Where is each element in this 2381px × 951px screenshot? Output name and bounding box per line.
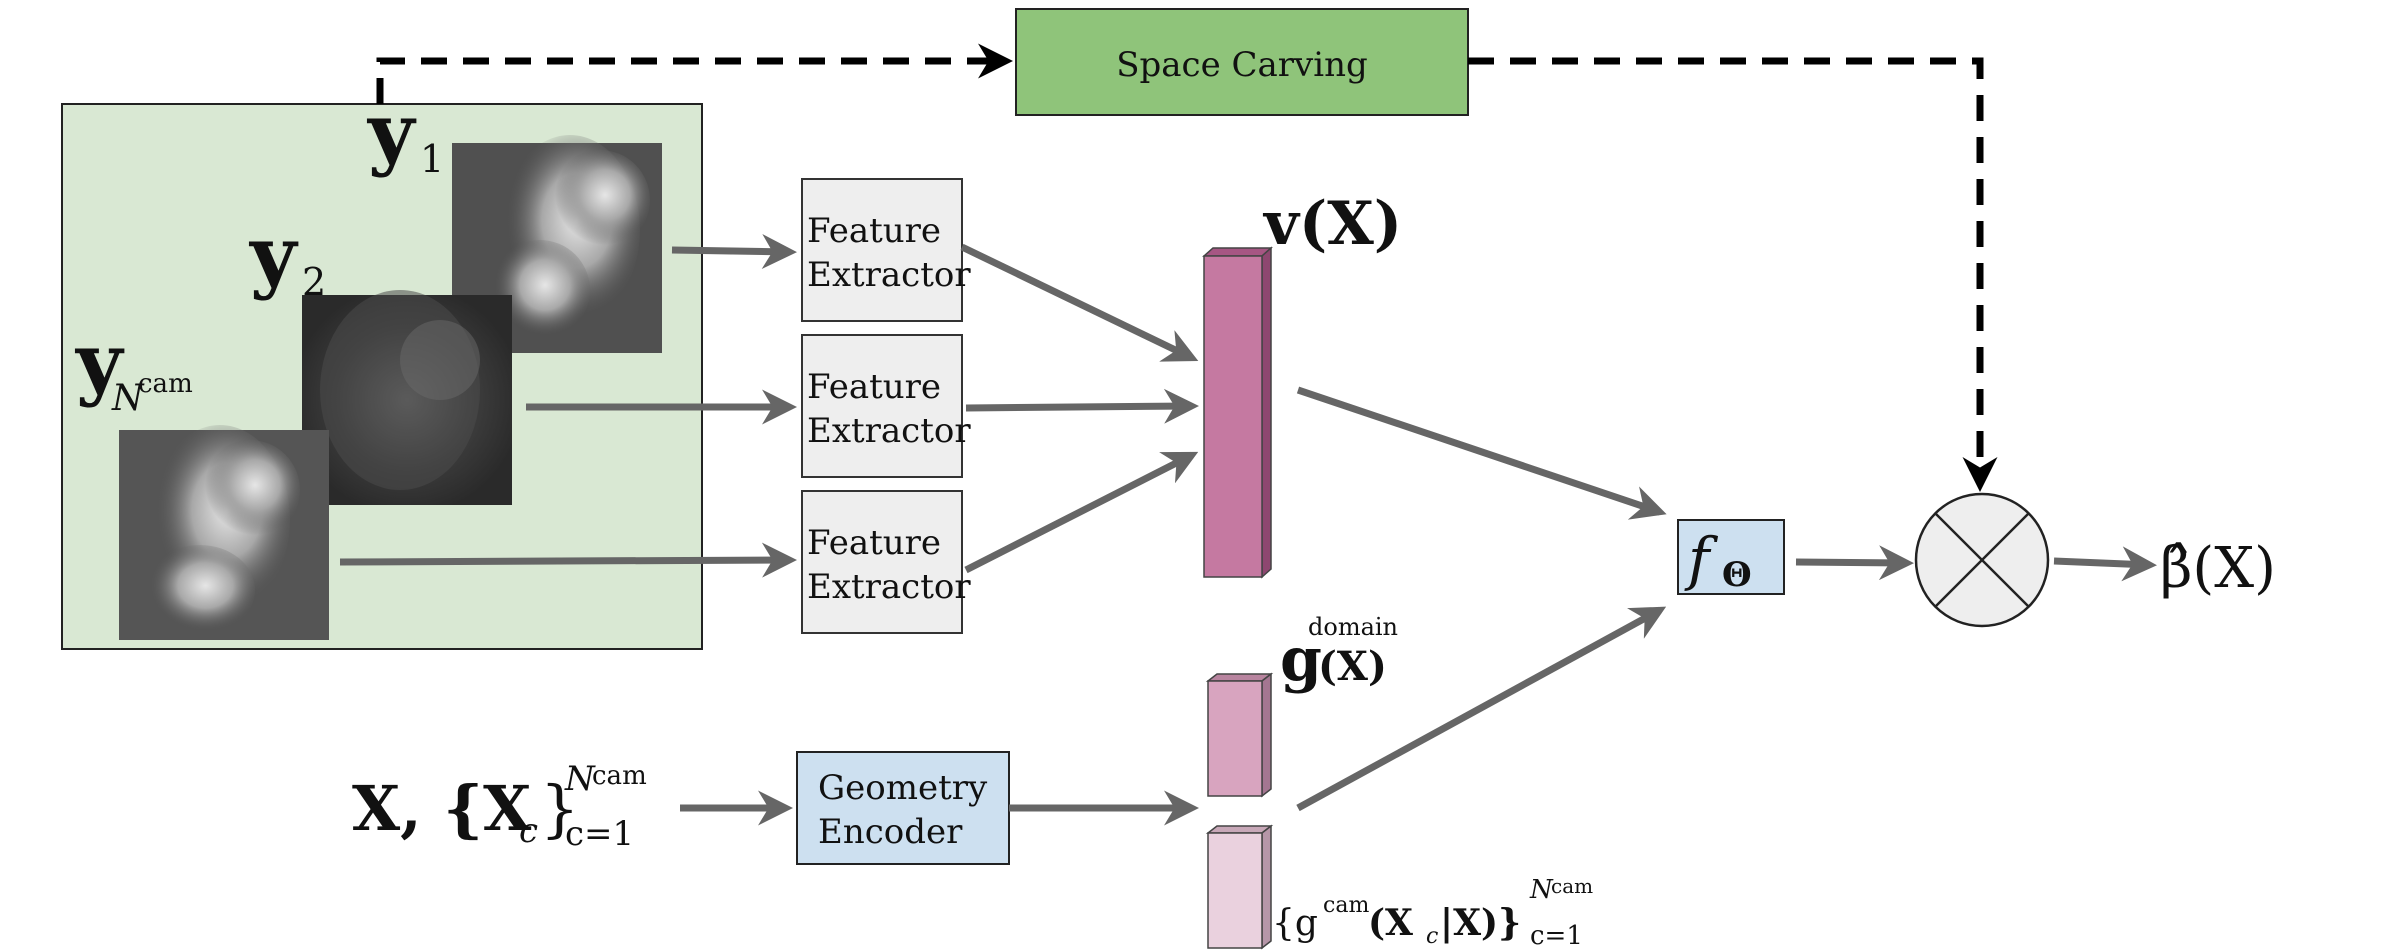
svg-text:y: y [366, 85, 417, 179]
label-y2: y 2 [248, 208, 326, 304]
arrow-y1-to-fe1 [671, 234, 797, 270]
v-feature-bar [1202, 246, 1273, 579]
arrow-g-to-f [1296, 606, 1667, 812]
g-cam-bar [1205, 824, 1274, 950]
output-beta-label: β̂(X) [2160, 536, 2276, 601]
label-yN: y N cam [74, 315, 193, 419]
dashed-arrow-to-multiplier [1468, 57, 1998, 492]
arrow-fe3-to-v [964, 451, 1199, 574]
svg-text:(X): (X) [1318, 643, 1387, 690]
svg-text:c=1: c=1 [565, 814, 634, 854]
svg-text:Feature: Feature [807, 367, 941, 407]
svg-text:cam: cam [1551, 874, 1593, 898]
f-theta-box: f Θ [1677, 519, 1785, 595]
arrow-fe1-to-v [960, 243, 1199, 362]
svg-text:cam: cam [592, 761, 647, 791]
geometry-encoder-box: Geometry Encoder [796, 751, 1010, 865]
svg-text:Encoder: Encoder [818, 812, 963, 852]
arrow-v-to-f [1296, 386, 1667, 520]
svg-text:c: c [519, 811, 538, 851]
svg-text:Feature: Feature [807, 211, 941, 251]
svg-text:Extractor: Extractor [807, 567, 971, 607]
camera-image-y2 [302, 290, 512, 505]
svg-text:N: N [1529, 875, 1554, 905]
g-cam-label: {g cam (X c |X)} N cam c=1 [1272, 874, 1593, 951]
arrow-fe2-to-v [965, 388, 1199, 424]
geometry-input-label: X, {X c } N cam c=1 [352, 759, 647, 854]
svg-text:Geometry: Geometry [818, 768, 988, 808]
label-y1: y 1 [366, 85, 444, 181]
feature-extractor-1: Feature Extractor [801, 178, 971, 322]
svg-text:cam: cam [1323, 893, 1369, 918]
svg-text:{g: {g [1272, 903, 1318, 944]
svg-text:(X: (X [1368, 902, 1413, 944]
svg-text:Extractor: Extractor [807, 411, 971, 451]
svg-text:domain: domain [1308, 613, 1398, 641]
svg-text:y: y [248, 208, 299, 302]
svg-text:Θ: Θ [1722, 555, 1752, 595]
svg-text:Feature: Feature [807, 523, 941, 563]
dashed-arrow-to-space-carving [376, 43, 1013, 104]
multiply-node [1914, 492, 2050, 628]
svg-text:cam: cam [138, 369, 193, 399]
space-carving-label: Space Carving [1116, 45, 1368, 85]
arrow-yN-to-fe3 [339, 542, 797, 578]
svg-text:c: c [1426, 924, 1438, 949]
svg-text:1: 1 [420, 137, 444, 181]
v-label: v(X) [1262, 189, 1402, 259]
g-domain-bar [1205, 672, 1274, 798]
svg-text:N: N [564, 759, 596, 799]
svg-text:c=1: c=1 [1530, 921, 1583, 951]
svg-text:}: } [540, 772, 579, 845]
svg-text:y: y [74, 315, 125, 409]
feature-extractor-3: Feature Extractor [801, 490, 971, 634]
svg-text:X, {X: X, {X [352, 772, 532, 845]
g-domain-label: g domain (X) [1280, 613, 1398, 695]
svg-text:2: 2 [302, 260, 326, 304]
svg-text:g: g [1280, 625, 1322, 695]
arrow-multiplier-to-output [2053, 546, 2157, 582]
svg-text:N: N [111, 378, 145, 419]
svg-text:|X)}: |X)} [1440, 902, 1521, 944]
arrow-f-to-multiplier [1795, 545, 1914, 581]
camera-image-yN [119, 425, 329, 640]
svg-text:Extractor: Extractor [807, 255, 971, 295]
space-carving-box [1015, 8, 1469, 116]
feature-extractor-2: Feature Extractor [801, 334, 971, 478]
